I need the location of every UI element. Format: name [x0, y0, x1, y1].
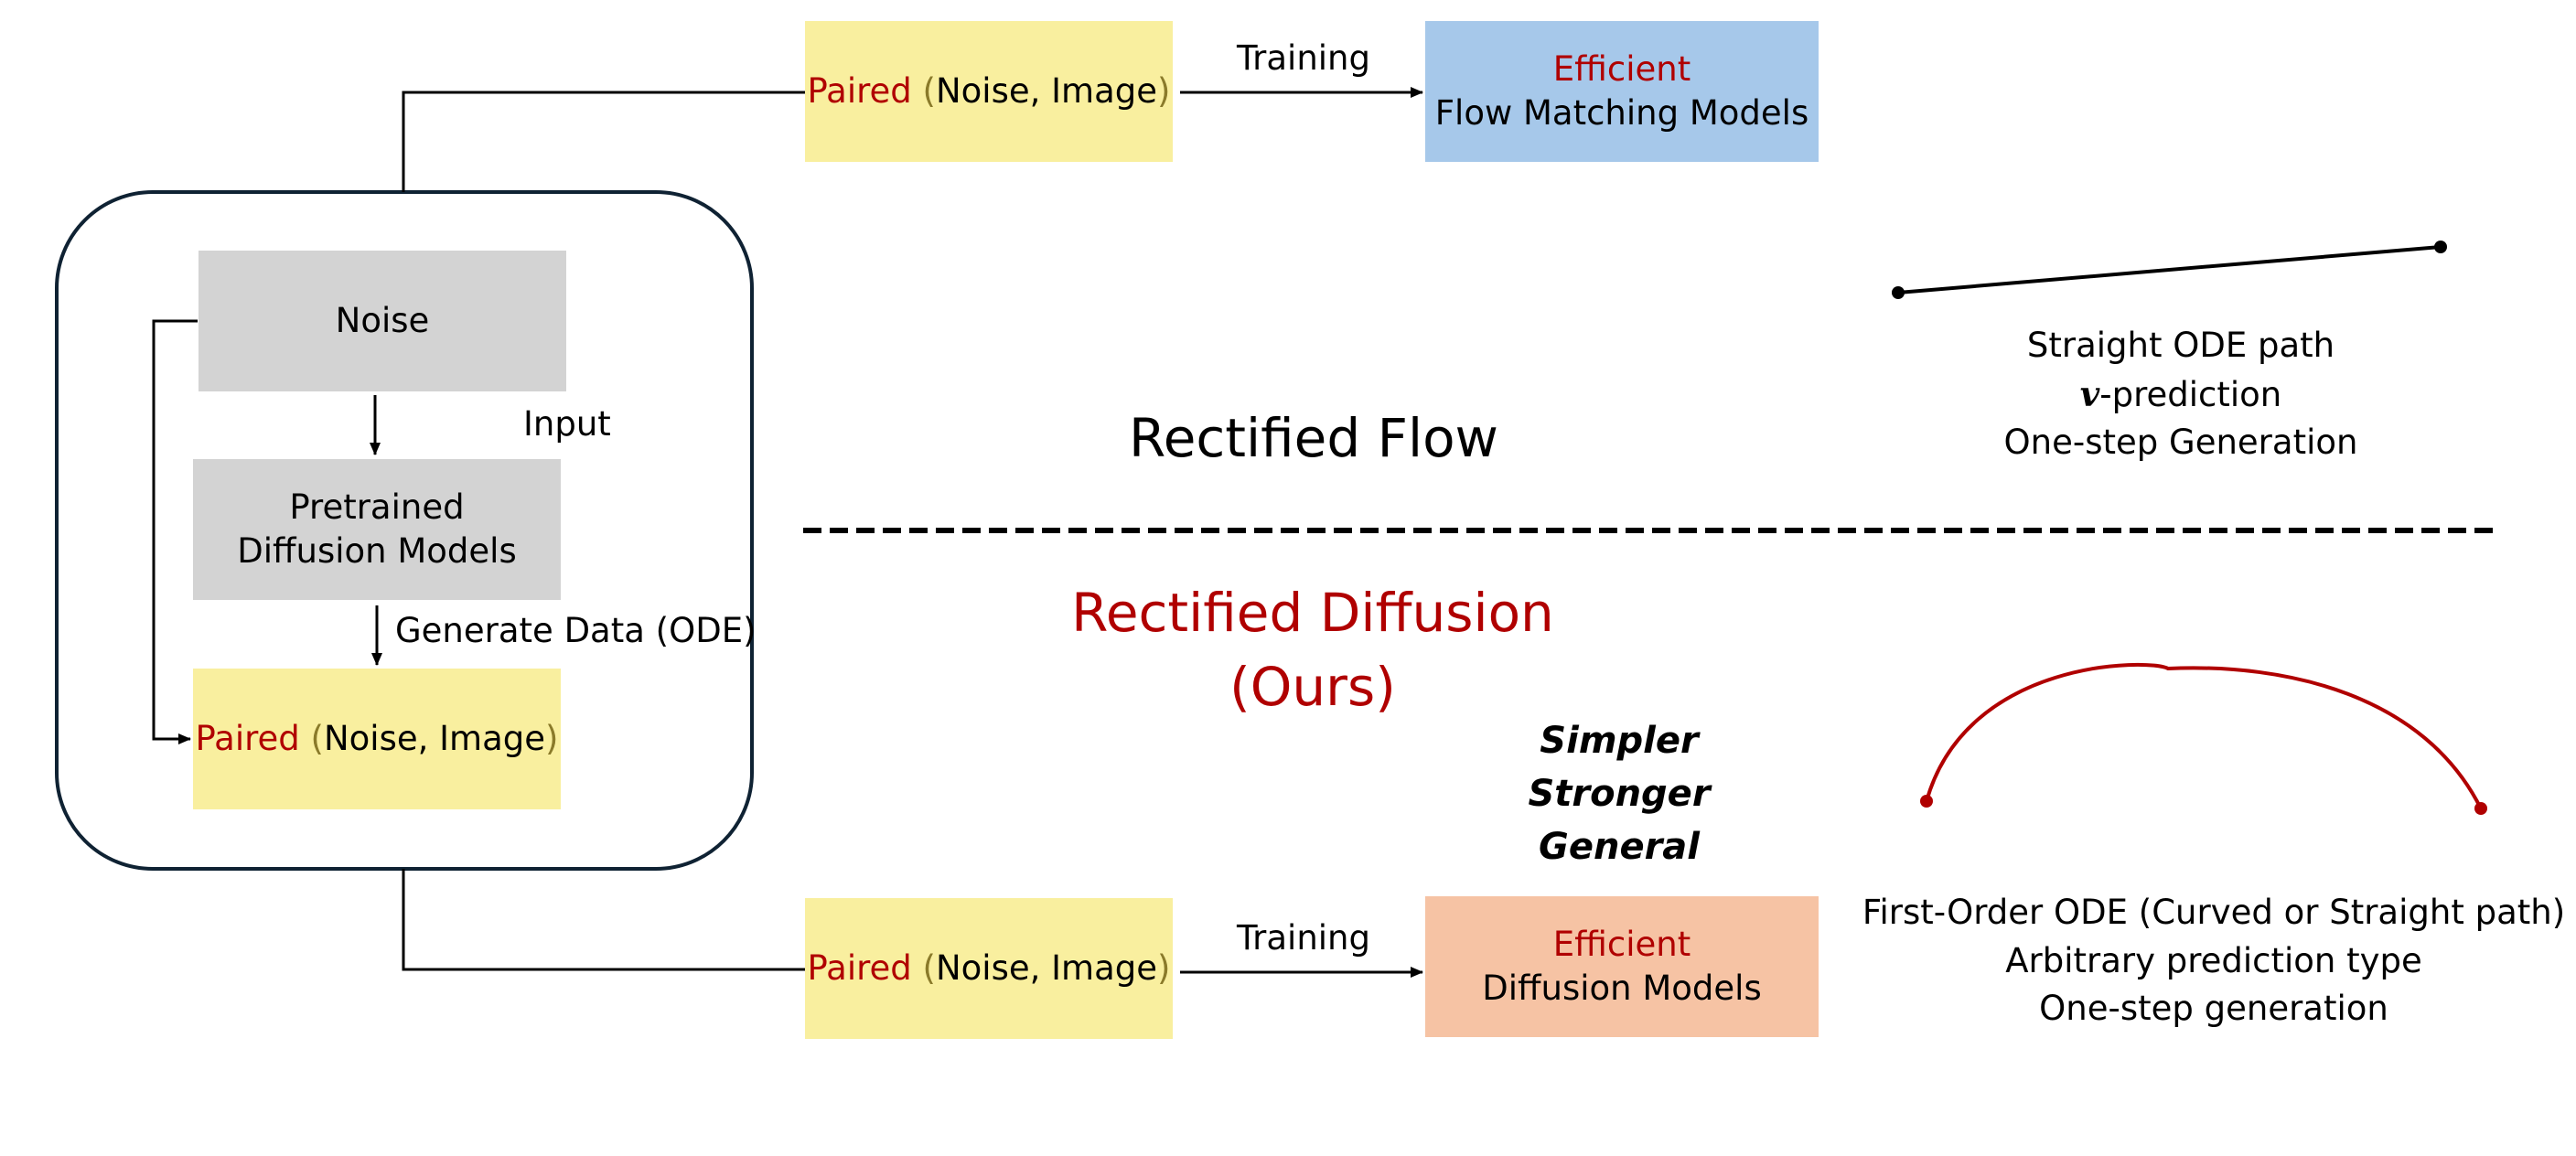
rectified-diffusion-title-line2: (Ours) [1229, 656, 1396, 719]
efficient-diffusion-box: Efficient Diffusion Models [1425, 896, 1819, 1037]
straight-path-end-point [2434, 241, 2447, 253]
input-label: Input [523, 404, 611, 444]
v-prediction-text: v-prediction [1921, 370, 2441, 420]
straight-path-start-point [1892, 286, 1905, 299]
paired-close-paren: ) [545, 718, 559, 758]
paired-open-paren: ( [310, 718, 324, 758]
rectified-flow-properties: Straight ODE path v-prediction One-step … [1921, 322, 2441, 467]
paired-word: Paired [195, 718, 300, 758]
paired-text: Paired (Noise, Image) [196, 717, 559, 761]
straight-path-line [1897, 245, 2442, 294]
one-step-generation-lower-text: One-step generation [2039, 989, 2388, 1029]
top-efficient-label: Efficient [1552, 48, 1691, 89]
bottom-connector-line [402, 869, 805, 971]
diffusion-models-label: Diffusion Models [1482, 969, 1762, 1008]
noise-label: Noise [335, 300, 430, 340]
generate-data-label: Generate Data (ODE) [395, 611, 757, 650]
paired-content: Noise, Image [323, 718, 546, 758]
bottom-paired-content: Noise, Image [935, 947, 1158, 988]
rectified-diffusion-properties: First-Order ODE (Curved or Straight path… [1857, 889, 2571, 1033]
curved-path-start-point [1920, 795, 1933, 808]
trait-stronger: Stronger [1528, 773, 1711, 815]
top-paired-close-paren: ) [1157, 70, 1171, 111]
top-paired-text: Paired (Noise, Image) [808, 70, 1171, 113]
pretrained-diffusion-box: Pretrained Diffusion Models [193, 459, 561, 600]
noise-loop-arrow [152, 319, 198, 744]
bottom-efficient-label: Efficient [1552, 924, 1691, 964]
top-paired-word: Paired [807, 70, 912, 111]
pretrained-line1: Pretrained [289, 487, 465, 527]
v-symbol: v [2079, 373, 2100, 414]
curved-path-line [1925, 662, 2483, 809]
one-step-generation-text: One-step Generation [2003, 423, 2358, 463]
curved-path-end-point [2474, 802, 2487, 815]
top-paired-open-paren: ( [922, 70, 936, 111]
bottom-paired-close-paren: ) [1157, 947, 1171, 988]
noise-box: Noise [199, 251, 566, 391]
bottom-paired-word: Paired [807, 947, 912, 988]
rectified-diffusion-title: Rectified Diffusion (Ours) [1052, 576, 1573, 724]
straight-ode-path-text: Straight ODE path [2026, 326, 2335, 365]
bottom-paired-open-paren: ( [922, 947, 936, 988]
top-connector-line [402, 91, 805, 192]
top-paired-content: Noise, Image [935, 70, 1158, 111]
flow-matching-box: Efficient Flow Matching Models [1425, 21, 1819, 162]
bottom-paired-text: Paired (Noise, Image) [808, 947, 1171, 990]
first-order-ode-text: First-Order ODE (Curved or Straight path… [1862, 893, 2566, 932]
v-prediction-rest: -prediction [2099, 374, 2282, 414]
left-paired-box: Paired (Noise, Image) [193, 669, 561, 809]
top-paired-box: Paired (Noise, Image) [805, 21, 1173, 162]
pretrained-line2: Diffusion Models [237, 531, 517, 571]
rectified-diffusion-title-line1: Rectified Diffusion [1071, 582, 1554, 644]
trait-simpler: Simpler [1540, 720, 1699, 762]
rectified-flow-title: Rectified Flow [1129, 407, 1498, 469]
trait-general: General [1539, 826, 1700, 868]
flow-matching-label: Flow Matching Models [1434, 93, 1809, 133]
traits-list: Simpler Stronger General [1491, 714, 1747, 873]
bottom-paired-box: Paired (Noise, Image) [805, 898, 1173, 1039]
arbitrary-prediction-text: Arbitrary prediction type [2005, 940, 2422, 980]
bottom-training-label: Training [1237, 918, 1370, 958]
top-training-label: Training [1237, 38, 1370, 78]
